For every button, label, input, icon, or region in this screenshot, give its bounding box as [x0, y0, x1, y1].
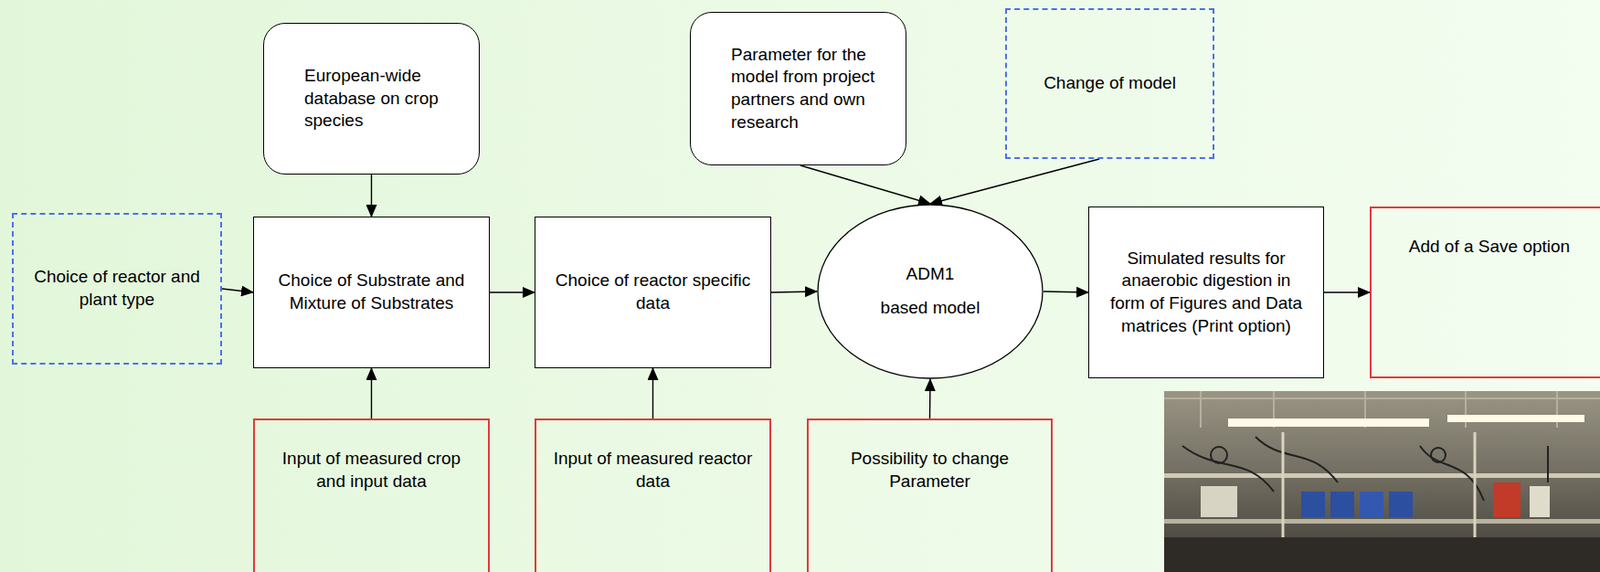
arrow-connector	[370, 174, 372, 217]
database-box: European-wide database on crop species	[263, 22, 480, 175]
parameter-box: Parameter for the model from project par…	[689, 11, 907, 166]
process-box: Choice of reactor specific data	[534, 216, 772, 369]
arrow-connector	[771, 291, 817, 293]
node-text: Choice of reactor specific data	[548, 269, 758, 315]
result-box: Simulated results for anaerobic digestio…	[1088, 206, 1325, 379]
node-text: Change of model	[1043, 72, 1177, 96]
node-text: Possibility to change Parameter	[821, 447, 1039, 493]
bench	[1164, 537, 1600, 572]
ellipse-outline	[816, 203, 1044, 380]
option-box: Choice of reactor and plant type	[11, 212, 223, 365]
node-text: Input of measured crop and input data	[267, 447, 476, 493]
arrow-connector	[489, 291, 535, 293]
arrow-connector	[1043, 291, 1089, 293]
option-box: Change of model	[1005, 8, 1215, 159]
wires	[1182, 436, 1548, 501]
node-text: Choice of Substrate and Mixture of Subst…	[266, 269, 477, 315]
arrow-connector	[370, 368, 372, 419]
arrow-connector	[652, 368, 654, 419]
model-ellipse: ADM1 based model	[816, 203, 1044, 380]
lab-photo	[1164, 391, 1600, 572]
node-text: Add of a Save option	[1409, 235, 1570, 259]
containers	[1200, 482, 1550, 518]
node-text: European-wide database on crop species	[304, 64, 467, 133]
ceiling-light	[1447, 414, 1585, 423]
ceiling-ribs	[1164, 391, 1600, 428]
shelf	[1164, 473, 1600, 478]
arrow-connector	[930, 158, 1100, 204]
arrow-connector	[800, 165, 931, 204]
arrow-connector	[1324, 291, 1370, 293]
option-box: Add of a Save option	[1369, 206, 1600, 379]
arrow-connector	[929, 379, 932, 419]
arrow-connector	[222, 288, 254, 293]
photo-ground	[1164, 391, 1600, 572]
input-box: Input of measured crop and input data	[253, 418, 490, 572]
node-text: ADM1	[906, 263, 955, 287]
input-box: Possibility to change Parameter	[806, 418, 1053, 572]
node-text: Choice of reactor and plant type	[26, 265, 208, 311]
node-text: Simulated results for anaerobic digestio…	[1101, 247, 1311, 339]
input-box: Input of measured reactor data	[534, 418, 772, 572]
node-text: Parameter for the model from project par…	[731, 43, 893, 135]
ceiling-light	[1228, 418, 1430, 427]
shelf	[1164, 519, 1600, 524]
node-text: based model	[880, 296, 981, 320]
process-box: Choice of Substrate and Mixture of Subst…	[253, 216, 490, 369]
node-text: Input of measured reactor data	[549, 447, 757, 493]
